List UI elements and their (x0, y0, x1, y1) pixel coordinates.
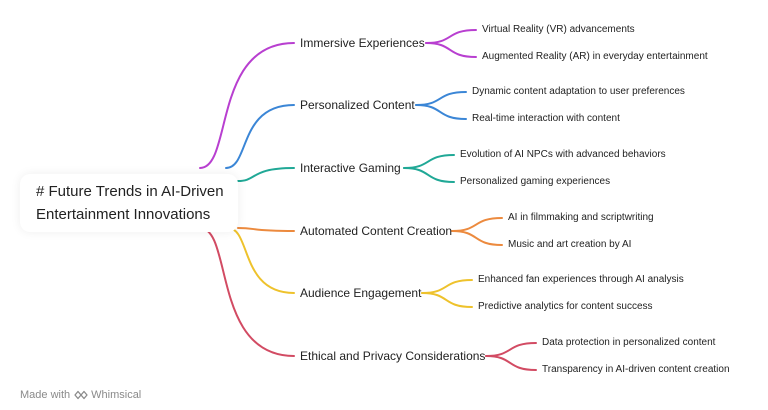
branch-node[interactable]: Interactive Gaming (300, 161, 401, 175)
branch-node[interactable]: Immersive Experiences (300, 36, 425, 50)
branch-node[interactable]: Personalized Content (300, 98, 415, 112)
branch-connector (199, 227, 295, 357)
leaf-node[interactable]: Augmented Reality (AR) in everyday enter… (482, 51, 708, 62)
branch-node[interactable]: Automated Content Creation (300, 224, 453, 238)
leaf-connector (415, 91, 467, 106)
branch-connector (199, 42, 295, 169)
footer: Made with Whimsical (20, 388, 141, 402)
branch-connector (237, 167, 295, 182)
leaf-connector (403, 167, 455, 183)
leaf-connector (415, 104, 467, 120)
leaf-connector (485, 342, 537, 357)
leaf-node[interactable]: Predictive analytics for content success (478, 301, 653, 312)
made-with-label: Made with (20, 389, 71, 401)
leaf-connector (425, 29, 477, 44)
branch-connector (237, 227, 295, 232)
leaf-node[interactable]: Music and art creation by AI (508, 239, 632, 250)
leaf-connector (451, 230, 503, 246)
leaf-node[interactable]: Virtual Reality (VR) advancements (482, 24, 635, 35)
root-node-label: # Future Trends in AI-Driven Entertainme… (36, 183, 224, 223)
leaf-connector (425, 42, 477, 58)
leaf-node[interactable]: Transparency in AI-driven content creati… (542, 364, 730, 375)
leaf-node[interactable]: Real-time interaction with content (472, 113, 620, 124)
branch-connector (227, 227, 295, 294)
leaf-node[interactable]: Data protection in personalized content (542, 337, 716, 348)
branch-node[interactable]: Audience Engagement (300, 286, 422, 300)
branch-connector (225, 104, 295, 169)
leaf-connector (421, 292, 473, 308)
leaf-node[interactable]: Evolution of AI NPCs with advanced behav… (460, 149, 666, 160)
leaf-node[interactable]: Dynamic content adaptation to user prefe… (472, 86, 685, 97)
whimsical-brand-link[interactable]: Whimsical (74, 389, 141, 401)
leaf-node[interactable]: Personalized gaming experiences (460, 176, 611, 187)
leaf-node[interactable]: AI in filmmaking and scriptwriting (508, 212, 654, 223)
root-node[interactable] (20, 174, 238, 232)
branch-node[interactable]: Ethical and Privacy Considerations (300, 349, 486, 363)
leaf-connector (403, 154, 455, 169)
leaf-connector (451, 217, 503, 232)
leaf-connector (421, 279, 473, 294)
leaf-node[interactable]: Enhanced fan experiences through AI anal… (478, 274, 684, 285)
whimsical-logo-icon (74, 390, 88, 400)
leaf-connector (485, 355, 537, 371)
whimsical-brand-label: Whimsical (91, 389, 142, 401)
